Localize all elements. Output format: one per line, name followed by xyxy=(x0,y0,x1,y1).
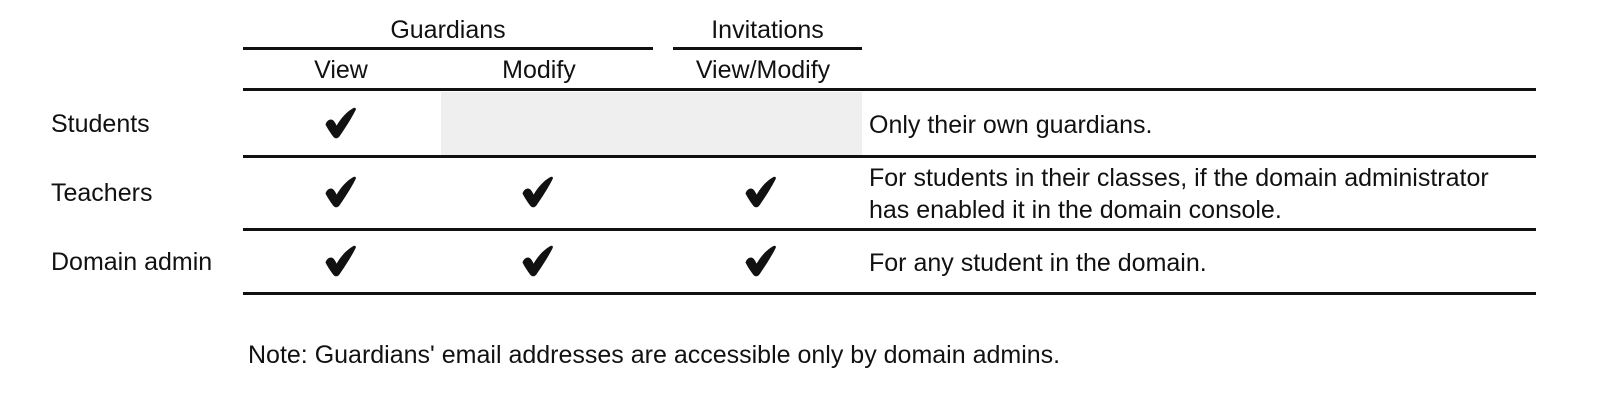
check-icon xyxy=(514,169,560,215)
row-label-domain-admin: Domain admin xyxy=(51,248,213,276)
row-rule-students xyxy=(243,155,1536,158)
check-icon xyxy=(737,169,783,215)
row-note-teachers: For students in their classes, if the do… xyxy=(869,162,1549,226)
column-header-invitations-view-modify: View/Modify xyxy=(695,56,831,84)
check-icon xyxy=(317,238,363,284)
blocked-cell-students xyxy=(441,92,862,155)
check-icon xyxy=(737,238,783,284)
column-group-invitations-rule xyxy=(673,47,862,50)
row-note-line: Only their own guardians. xyxy=(869,111,1153,139)
row-label-teachers: Teachers xyxy=(51,179,153,207)
row-note-students: Only their own guardians. xyxy=(869,109,1529,141)
row-note-domain-admin: For any student in the domain. xyxy=(869,247,1529,279)
check-icon xyxy=(317,169,363,215)
check-icon xyxy=(514,238,560,284)
row-rule-teachers xyxy=(243,228,1536,231)
row-note-line: has enabled it in the domain console. xyxy=(869,196,1282,224)
check-icon xyxy=(317,100,363,146)
column-header-guardians-modify: Modify xyxy=(502,56,576,84)
row-note-line: For any student in the domain. xyxy=(869,249,1207,277)
column-group-guardians-rule xyxy=(243,47,653,50)
row-label-students: Students xyxy=(51,110,150,138)
column-group-invitations-label: Invitations xyxy=(711,16,824,44)
column-group-guardians-label: Guardians xyxy=(390,16,506,44)
table-header-rule xyxy=(243,88,1536,91)
table-footnote: Note: Guardians' email addresses are acc… xyxy=(248,341,1061,369)
row-note-line: For students in their classes, if the do… xyxy=(869,164,1489,192)
column-header-guardians-view: View xyxy=(314,56,368,84)
table-bottom-rule xyxy=(243,292,1536,295)
